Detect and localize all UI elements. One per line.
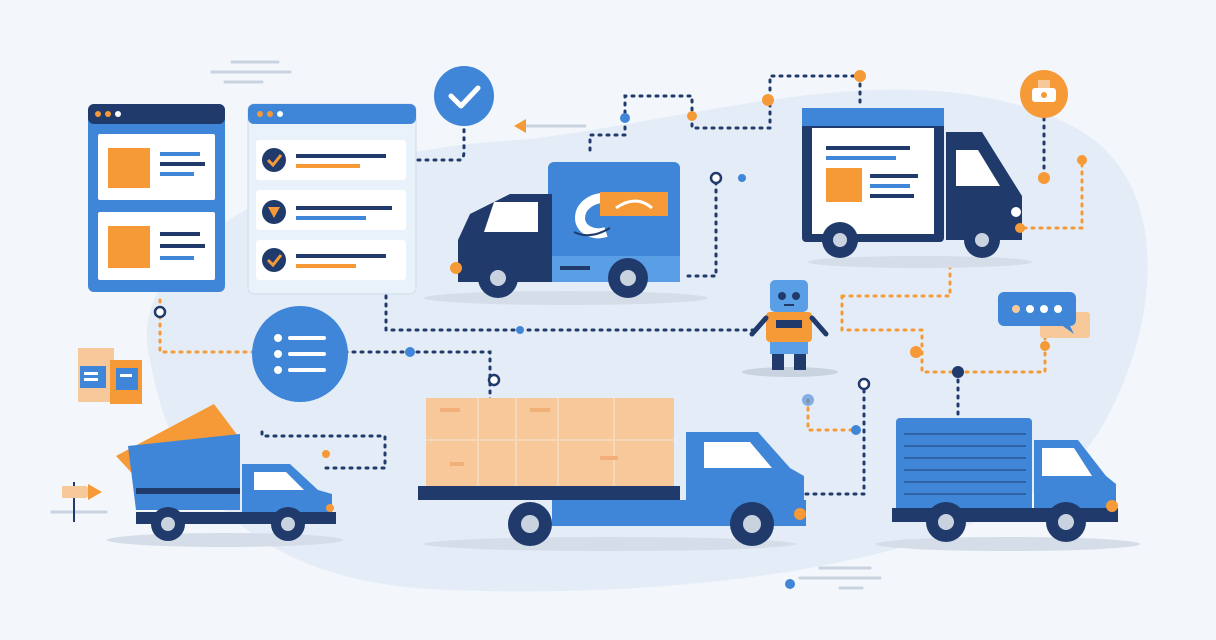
chat-bubble-icon	[998, 292, 1090, 338]
arrow-flag-icon	[62, 482, 102, 522]
box-truck-screen	[802, 108, 1032, 268]
flatbed-truck	[418, 398, 806, 551]
list-circle-icon	[252, 306, 348, 402]
decorative-lines	[50, 60, 882, 590]
gear-badge-icon	[1020, 70, 1068, 118]
cargo-truck	[876, 418, 1140, 551]
browser-window-left	[88, 104, 225, 292]
delivery-van	[424, 162, 708, 305]
connector-nodes	[153, 70, 1087, 589]
document-stack-icon	[78, 348, 142, 404]
check-circle-icon	[434, 66, 494, 126]
dump-truck	[107, 404, 343, 547]
left-arrow-icon	[514, 119, 586, 133]
connector-paths	[158, 74, 1084, 496]
checklist-window	[247, 103, 417, 295]
robot-icon	[742, 280, 838, 377]
